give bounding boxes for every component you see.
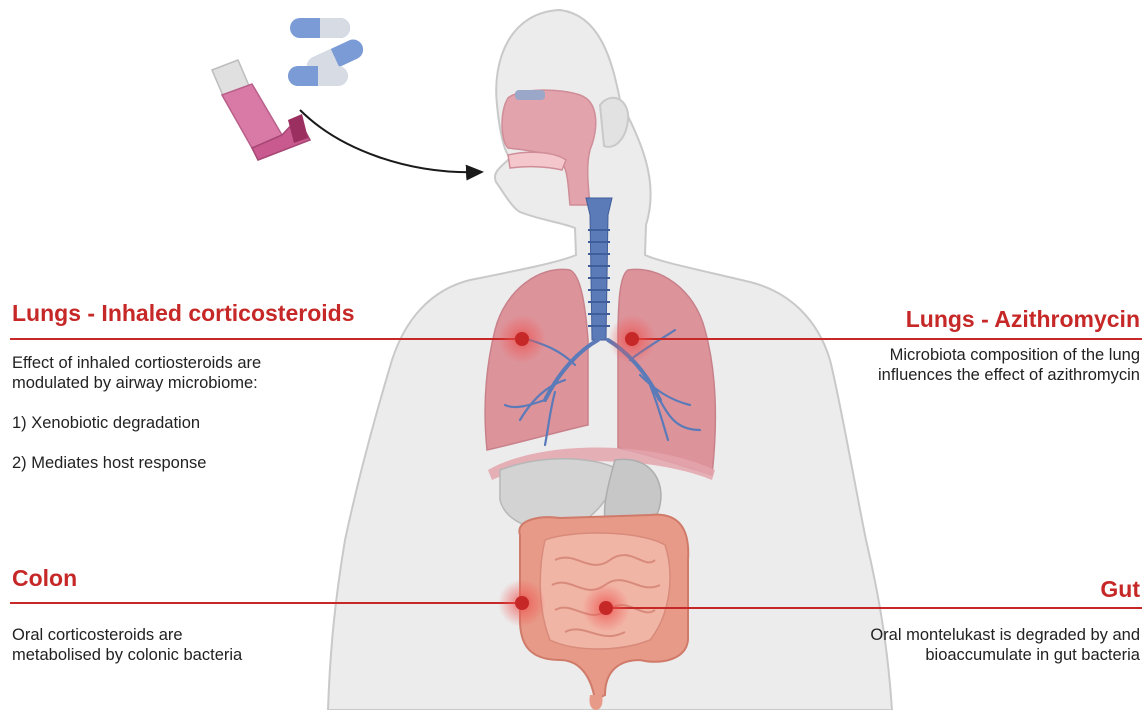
lungs-ics-line-1: Effect of inhaled cortiosteroids are mod… <box>12 353 302 393</box>
gut-text: Oral montelukast is degraded by and bioa… <box>860 625 1140 665</box>
gut-heading: Gut <box>1100 576 1140 603</box>
lungs-azithromycin-description: Microbiota composition of the lung influ… <box>850 345 1140 385</box>
gut-description: Oral montelukast is degraded by and bioa… <box>860 625 1140 665</box>
lungs-ics-line-3: 2) Mediates host response <box>12 453 302 473</box>
lungs-ics-heading: Lungs - Inhaled corticosteroids <box>12 300 354 327</box>
colon-text: Oral corticosteroids are metabolised by … <box>12 625 252 665</box>
lungs-azithromycin-text: Microbiota composition of the lung influ… <box>850 345 1140 385</box>
colon-description: Oral corticosteroids are metabolised by … <box>12 625 252 665</box>
lungs-azithromycin-heading: Lungs - Azithromycin <box>906 306 1140 333</box>
lungs-ics-line-2: 1) Xenobiotic degradation <box>12 413 302 433</box>
colon-heading: Colon <box>12 565 77 592</box>
lungs-ics-description: Effect of inhaled cortiosteroids are mod… <box>12 353 302 473</box>
arrow-icon <box>300 110 482 172</box>
nasal-concha <box>515 90 545 100</box>
capsule-icon <box>288 18 366 86</box>
